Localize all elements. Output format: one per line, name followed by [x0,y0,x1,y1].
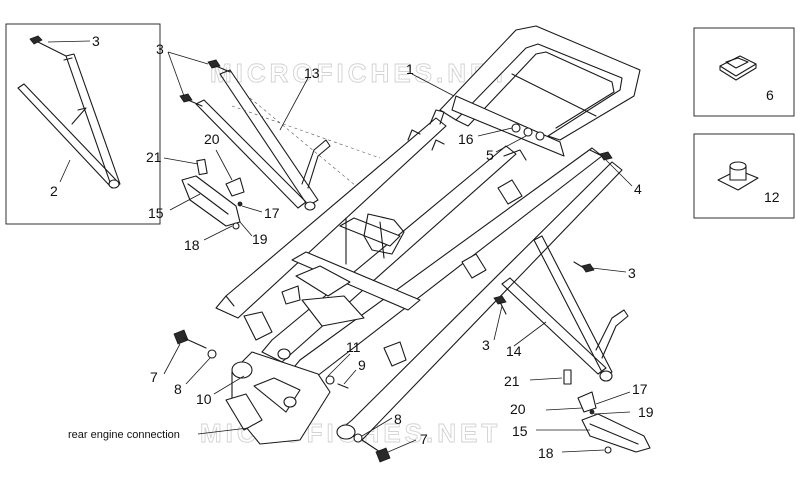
callout-label: 3 [482,337,490,353]
callout-label: 19 [252,231,268,247]
label-12: 12 [764,189,780,205]
label-6: 6 [766,87,774,103]
callout-label: 15 [512,423,528,439]
inset-box-cage-nut: 12 [693,133,795,219]
left-footpeg-assembly [181,158,245,230]
callout-label: 3 [156,41,164,57]
hardware-16-5 [511,123,545,141]
callout-label: 18 [538,445,554,461]
callout-label: 8 [394,411,402,427]
callout-label: 3 [92,33,100,49]
hardware-9 [325,375,349,389]
bolt-icon [179,93,203,107]
bolt-icon [573,261,595,273]
watermark-top: MICROFICHES.NET [210,58,511,88]
callout-label: 15 [148,205,164,221]
callout-label: 7 [420,431,428,447]
bolt-icon [589,149,613,161]
callout-label: 8 [174,381,182,397]
callout-numbers: 3 2 3 13 1 20 21 15 17 18 19 16 5 4 3 3 … [50,33,654,461]
callout-label: 18 [184,237,200,253]
callout-label: 19 [638,404,654,420]
bolt-icon [207,59,231,73]
callout-label: 16 [458,131,474,147]
callout-label: 7 [150,369,158,385]
bolt-icon [29,35,67,57]
callout-label: 1 [406,61,414,77]
lower-bolt-7 [353,433,391,463]
rear-strut-2 [17,53,121,189]
callout-label: 10 [196,391,212,407]
callout-label: 14 [506,343,522,359]
callout-label: 11 [346,339,361,355]
inset-box-clip-nut: 6 [693,27,795,117]
callout-label: 17 [264,205,280,221]
clip-nut-icon [719,55,757,81]
cage-nut-icon [717,161,759,191]
callout-label: 20 [510,401,526,417]
rear-engine-connection-caption: rear engine connection [68,429,180,441]
callout-label: 4 [634,181,642,197]
callout-label: 3 [628,265,636,281]
front-bolt-7 [173,329,217,359]
leader-lines [163,51,633,453]
callout-label: 17 [632,381,648,397]
left-strut-13 [179,59,331,211]
callout-label: 9 [358,357,366,373]
right-strut-14 [493,235,629,382]
bolt-icon [493,295,507,315]
inset-box-left [5,23,161,225]
callout-label: 20 [204,131,220,147]
rear-subframe-1 [215,25,641,445]
callout-label: 5 [486,147,494,163]
callout-label: 21 [504,373,520,389]
callout-label: 21 [146,149,162,165]
callout-label: 13 [304,65,320,81]
callout-label: 2 [50,183,58,199]
